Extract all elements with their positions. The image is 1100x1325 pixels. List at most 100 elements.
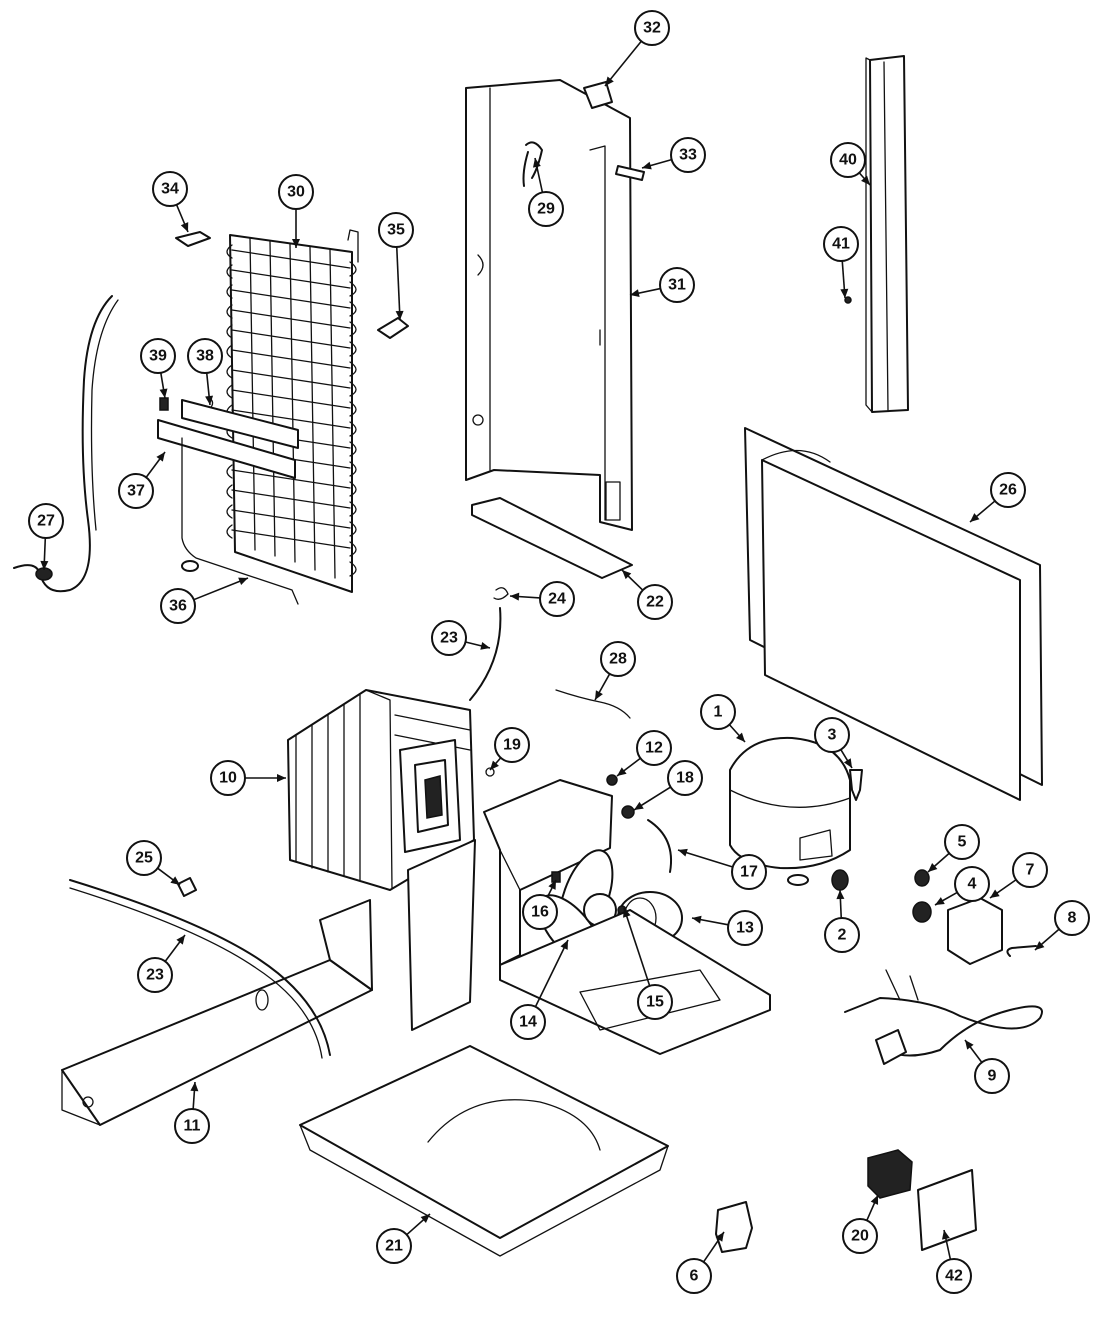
callout-number: 21 (385, 1238, 403, 1255)
callout-28: 28 (594, 641, 636, 701)
callout-22: 22 (621, 569, 673, 620)
callout-11: 11 (174, 1081, 210, 1144)
callout-14: 14 (510, 939, 569, 1040)
bracket-33 (615, 165, 645, 181)
callout-25: 25 (126, 840, 181, 886)
callout-balloon (944, 824, 980, 860)
fan-bracket-16 (483, 779, 613, 966)
leader-arrow (836, 890, 845, 900)
callout-number: 25 (135, 850, 153, 867)
callout-number: 24 (548, 591, 566, 608)
leader-arrow (622, 570, 632, 580)
callout-number: 34 (161, 181, 179, 198)
callout-balloon (659, 267, 695, 303)
clip-24 (493, 587, 509, 600)
part-42 (917, 1169, 977, 1251)
drain-pan-21 (299, 1045, 669, 1257)
callout-13: 13 (691, 910, 763, 946)
part-39 (159, 397, 169, 411)
callout-balloon (676, 1258, 712, 1294)
leader-arrow (176, 935, 185, 945)
leader-arrow (935, 897, 945, 905)
callout-15: 15 (623, 907, 673, 1020)
clip-25 (177, 877, 197, 897)
callout-5: 5 (927, 824, 980, 873)
leader-arrow (1035, 941, 1045, 950)
screw-19 (485, 767, 495, 777)
callout-number: 36 (169, 598, 187, 615)
callout-balloon (667, 760, 703, 796)
leader-line (534, 939, 569, 1008)
callout-balloon (637, 584, 673, 620)
leader-arrow (159, 388, 168, 398)
callout-number: 7 (1026, 862, 1035, 879)
callout-number: 39 (149, 348, 167, 365)
leader-arrow (238, 577, 248, 586)
trim-strip-40 (844, 55, 909, 413)
leader-arrow (678, 848, 688, 857)
leader-arrow (395, 310, 404, 320)
leader-arrow (190, 1082, 199, 1092)
callout-24: 24 (509, 581, 575, 617)
callout-23: 23 (431, 620, 491, 656)
panel-26 (744, 427, 1043, 801)
callout-balloon (187, 338, 223, 374)
callout-number: 31 (668, 277, 686, 294)
callout-1: 1 (700, 694, 746, 743)
callout-12: 12 (616, 730, 672, 777)
callout-4: 4 (934, 866, 990, 906)
callout-balloon (210, 760, 246, 796)
base-rail-11 (61, 899, 373, 1126)
tube-23b-inner (69, 887, 323, 1059)
leader-line (395, 246, 401, 321)
callout-balloon (842, 1218, 878, 1254)
callout-2: 2 (824, 889, 860, 953)
grommet-18 (621, 805, 635, 819)
callout-number: 26 (999, 482, 1017, 499)
callout-40: 40 (830, 142, 871, 186)
callout-20: 20 (842, 1194, 879, 1254)
leader-line (623, 907, 651, 987)
bolt-3 (849, 769, 863, 801)
callout-number: 15 (646, 994, 664, 1011)
callout-number: 38 (196, 348, 214, 365)
wire-27b (90, 299, 119, 531)
callout-balloon (1054, 900, 1090, 936)
callout-number: 10 (219, 770, 237, 787)
callout-30: 30 (278, 174, 314, 248)
callout-number: 8 (1068, 910, 1077, 927)
callout-number: 42 (945, 1268, 963, 1285)
callout-36: 36 (160, 577, 249, 624)
bracket-37 (157, 399, 299, 605)
mount-bracket (407, 839, 476, 1031)
callout-balloon (160, 588, 196, 624)
callout-number: 17 (740, 864, 758, 881)
callout-balloon (823, 226, 859, 262)
callout-26: 26 (969, 472, 1026, 523)
leader-arrow (170, 876, 180, 885)
callout-number: 28 (609, 651, 627, 668)
leader-arrow (634, 801, 644, 810)
bracket-32 (583, 81, 613, 109)
leader-arrow (623, 908, 631, 918)
leader-arrow (156, 452, 165, 462)
callout-number: 30 (287, 184, 305, 201)
callout-number: 23 (146, 967, 164, 984)
callout-balloon (1012, 852, 1048, 888)
leader-arrow (480, 641, 490, 650)
callout-balloon (522, 894, 558, 930)
callout-16: 16 (522, 879, 558, 930)
callout-balloon (990, 472, 1026, 508)
callout-7: 7 (989, 852, 1048, 899)
callout-balloon (814, 717, 850, 753)
tube-23 (469, 607, 502, 701)
callout-17: 17 (677, 848, 767, 890)
leader-arrow (970, 513, 980, 522)
leader-arrow (292, 239, 300, 248)
callout-number: 12 (645, 740, 663, 757)
callout-8: 8 (1034, 900, 1090, 951)
callout-balloon (637, 984, 673, 1020)
wire-28 (555, 689, 631, 719)
callout-balloon (670, 137, 706, 173)
